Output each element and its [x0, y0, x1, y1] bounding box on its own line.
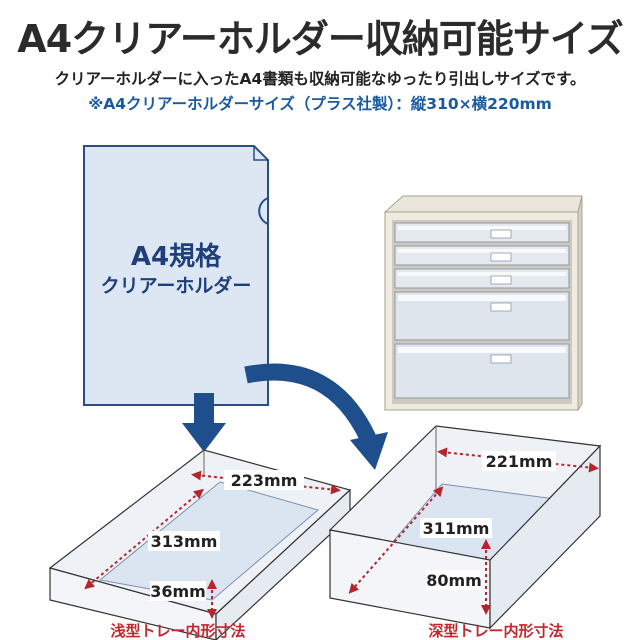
shallow-width-label: 223mm: [231, 471, 298, 490]
drawer-cabinet: [383, 195, 583, 412]
deep-tray-caption: 深型トレー内形寸法: [428, 622, 563, 640]
deep-width-label: 221mm: [486, 452, 553, 471]
shallow-tray-caption: 浅型トレー内形寸法: [110, 622, 245, 640]
clear-folder: A4規格 クリアーホルダー: [83, 145, 269, 406]
down-arrow: [182, 393, 226, 452]
folder-size-note: ※A4クリアーホルダーサイズ（プラス社製）：縦310×横220mm: [88, 95, 552, 113]
curved-arrow: [244, 363, 388, 470]
folder-label-line2: クリアーホルダー: [101, 274, 252, 297]
shallow-depth-label: 313mm: [151, 532, 218, 551]
shallow-height-label: 36mm: [150, 582, 206, 601]
description-text: クリアーホルダーに入ったA4書類も収納可能なゆったり引出しサイズです。: [54, 70, 586, 88]
deep-depth-label: 311mm: [423, 519, 490, 538]
deep-height-label: 80mm: [426, 571, 482, 590]
deep-tray: 221mm 311mm 80mm: [328, 425, 602, 630]
shallow-tray: 223mm 313mm 36mm: [48, 449, 352, 640]
page-title: A4クリアーホルダー収納可能サイズ: [17, 17, 623, 61]
folder-label-line1: A4規格: [131, 241, 222, 272]
